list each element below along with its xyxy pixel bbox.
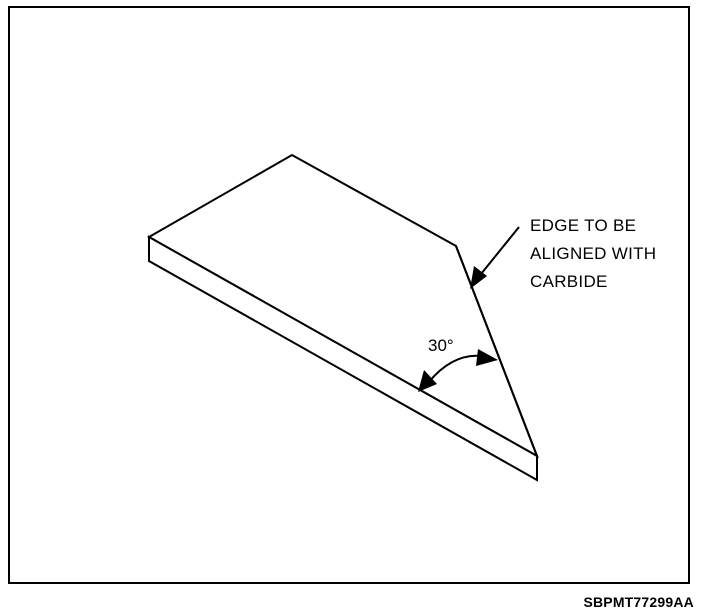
figure-border: [8, 6, 690, 584]
angle-arrowhead-right: [476, 349, 498, 366]
plate-front-face: [148, 235, 538, 482]
carbide-edge: [455, 245, 538, 457]
callout-line-1: EDGE TO BE: [530, 216, 637, 235]
callout-leader: [480, 226, 520, 275]
angle-label: 30°: [428, 336, 454, 355]
callout-line-3: CARBIDE: [530, 272, 608, 291]
callout-arrowhead: [470, 266, 487, 289]
callout-label: EDGE TO BE ALIGNED WITH CARBIDE: [530, 212, 656, 296]
figure-id: SBPMT77299AA: [583, 594, 694, 610]
callout-line-2: ALIGNED WITH: [530, 244, 657, 263]
angle-arrowhead-left: [418, 370, 437, 392]
